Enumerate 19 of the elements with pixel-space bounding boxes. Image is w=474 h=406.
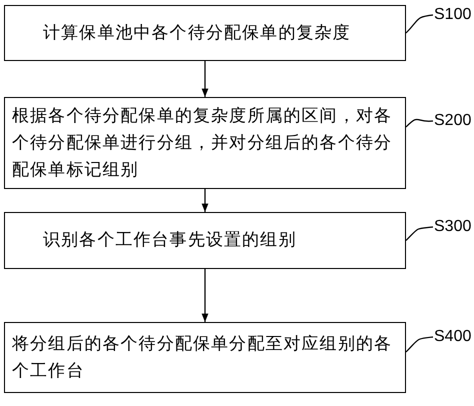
leader-line: [406, 14, 434, 34]
step-text: 将分组后的各个待分配保单分配至对应组别的各个工作台: [12, 332, 394, 382]
step-label: S400: [434, 328, 472, 346]
step-label: S100: [434, 6, 472, 24]
process-box: [4, 322, 406, 393]
step-text: 根据各个待分配保单的复杂度所属的区间，对各个待分配保单进行分组，并对分组后的各个待分配保单标记组别: [12, 104, 394, 182]
leader-line: [406, 118, 434, 128]
process-box: [4, 97, 406, 189]
arrow: [202, 189, 208, 212]
step-label: S200: [434, 112, 472, 130]
step-text: 计算保单池中各个待分配保单的复杂度: [43, 22, 351, 44]
arrow: [202, 269, 208, 322]
leader-line: [406, 226, 434, 241]
leader-line: [406, 336, 434, 352]
step-text: 识别各个工作台事先设置的组别: [43, 229, 296, 252]
step-label: S300: [434, 218, 472, 236]
process-box: [4, 212, 406, 269]
process-box: [4, 5, 406, 61]
arrow: [202, 61, 208, 97]
